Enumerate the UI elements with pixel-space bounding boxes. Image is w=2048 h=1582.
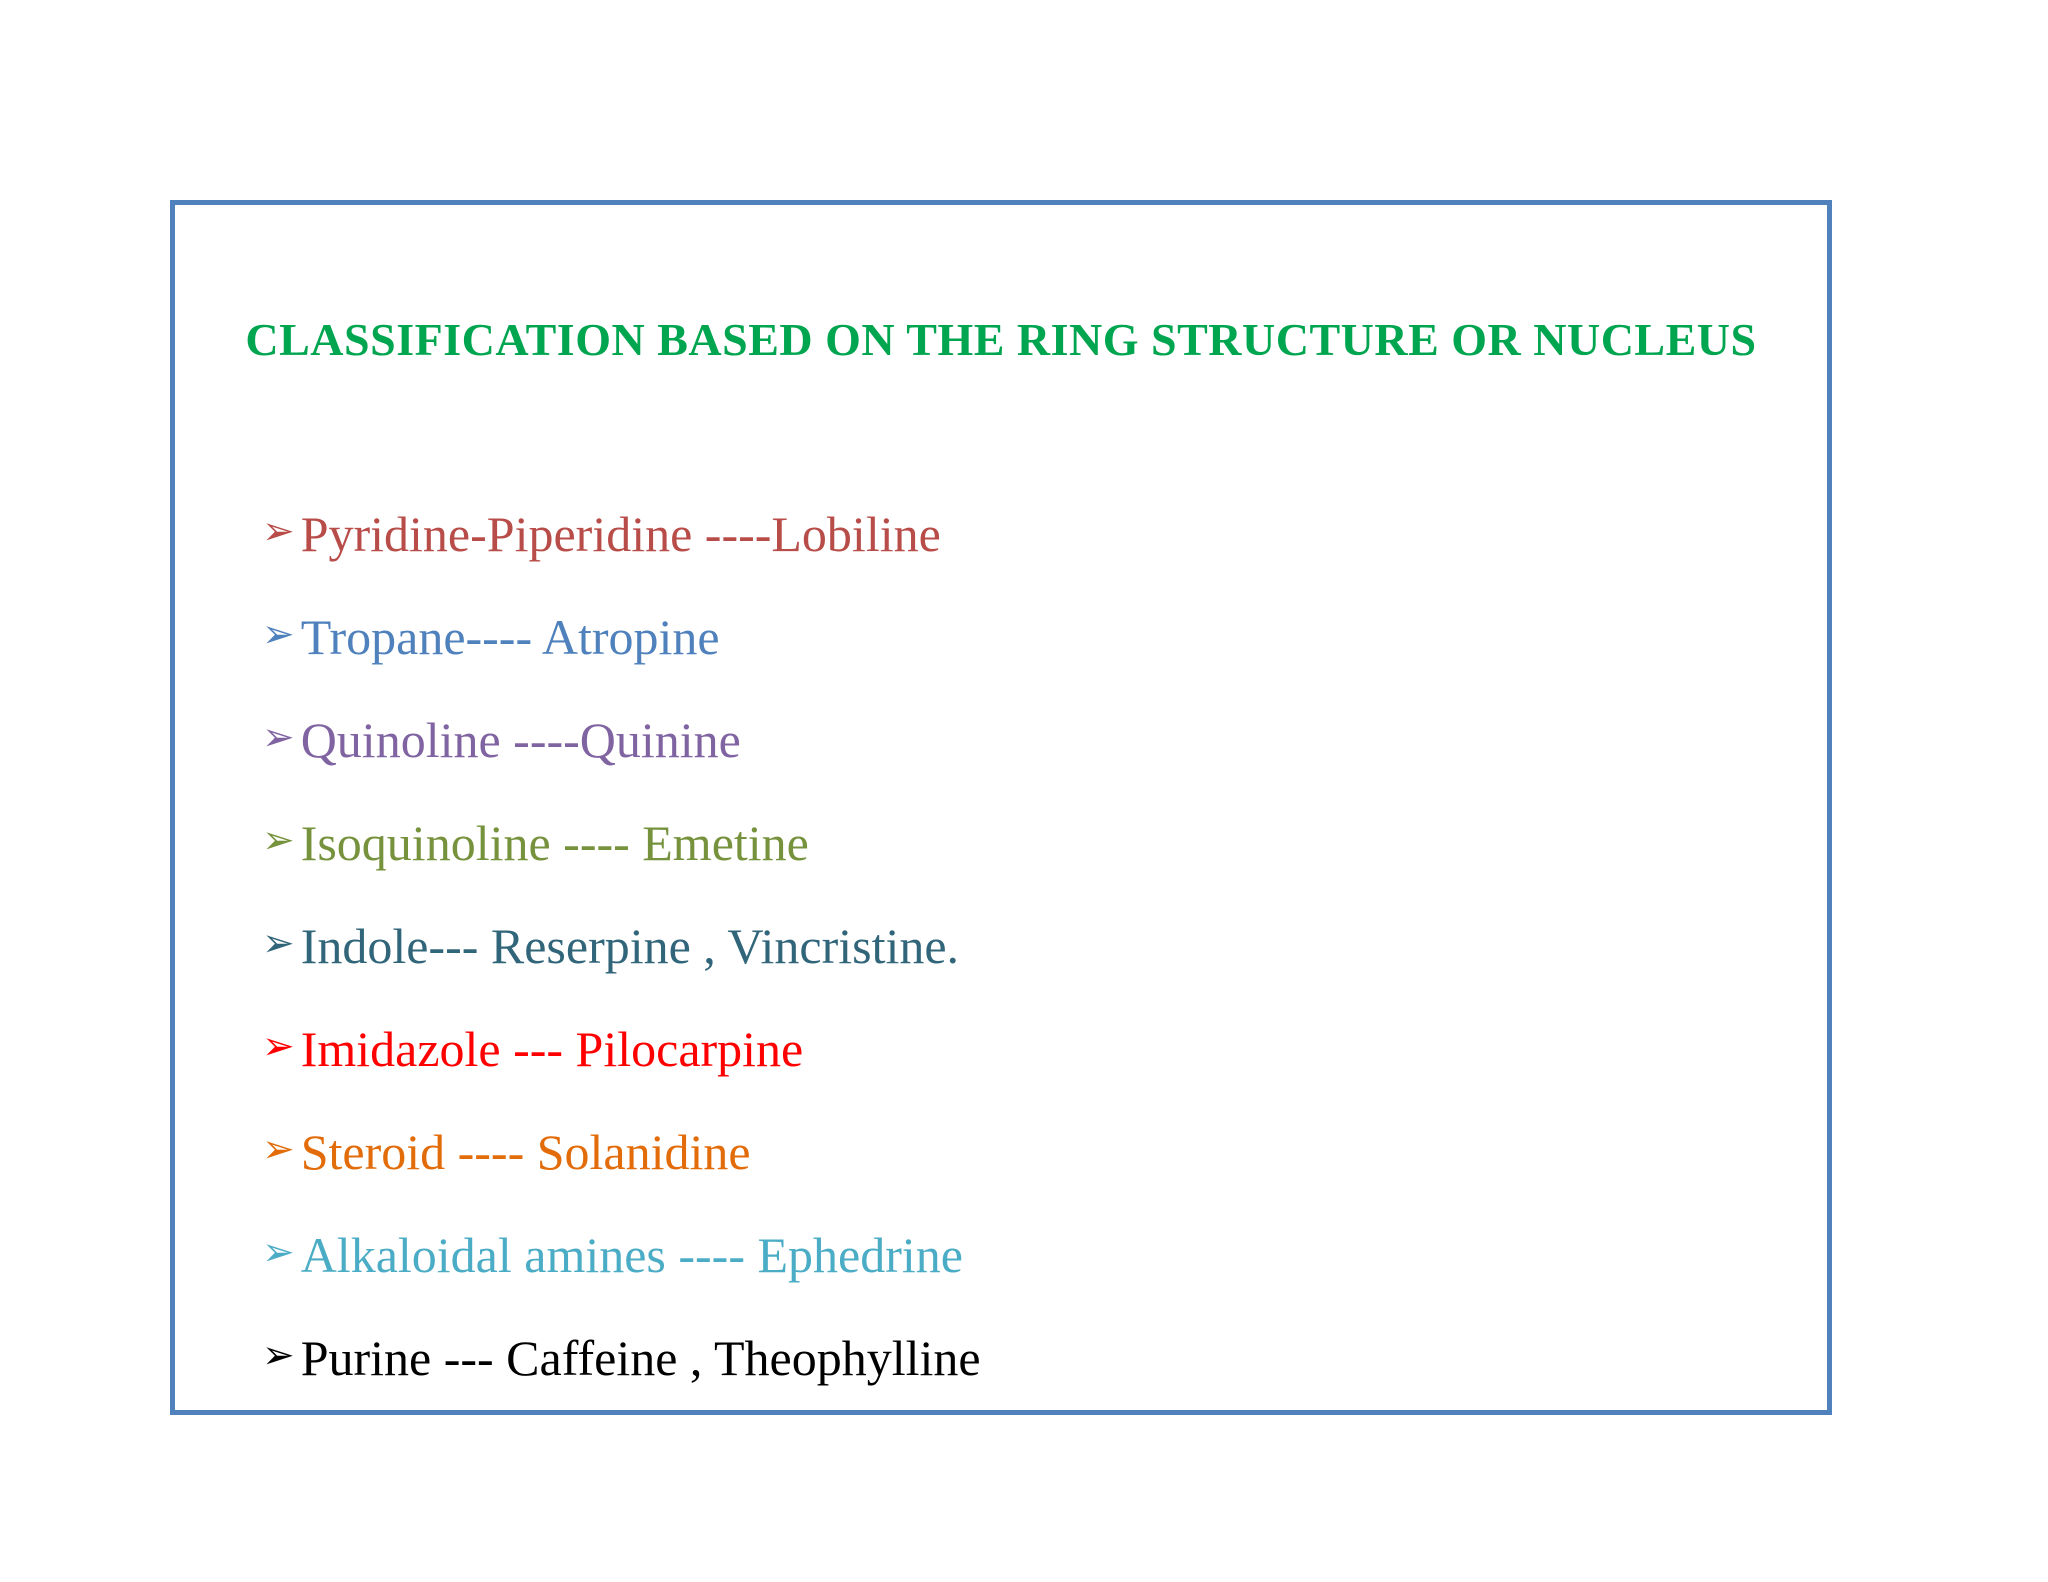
list-item: ➢ Isoquinoline ---- Emetine xyxy=(262,791,1787,894)
arrowhead-bullet-icon: ➢ xyxy=(262,1024,295,1069)
list-item-text: Steroid ---- Solanidine xyxy=(300,1123,751,1180)
slide-title: CLASSIFICATION BASED ON THE RING STRUCTU… xyxy=(245,314,1757,365)
list-item: ➢ Alkaloidal amines ---- Ephedrine xyxy=(262,1203,1787,1306)
list-item-text: Purine --- Caffeine , Theophylline xyxy=(300,1329,981,1386)
arrowhead-bullet-icon: ➢ xyxy=(262,921,295,966)
list-item: ➢ Steroid ---- Solanidine xyxy=(262,1100,1787,1203)
list-item-text: Indole--- Reserpine , Vincristine. xyxy=(300,917,960,974)
list-item: ➢ Indole--- Reserpine , Vincristine. xyxy=(262,894,1787,997)
arrowhead-bullet-icon: ➢ xyxy=(262,1230,295,1275)
list-item: ➢ Purine --- Caffeine , Theophylline xyxy=(262,1306,1787,1409)
list-item: ➢ Imidazole --- Pilocarpine xyxy=(262,997,1787,1100)
list-item-text: Pyridine-Piperidine ----Lobiline xyxy=(300,505,941,562)
list-item: ➢ Tropane---- Atropine xyxy=(262,585,1787,688)
arrowhead-bullet-icon: ➢ xyxy=(262,818,295,863)
arrowhead-bullet-icon: ➢ xyxy=(262,509,295,554)
arrowhead-bullet-icon: ➢ xyxy=(262,612,295,657)
list-item: ➢ Quinoline ----Quinine xyxy=(262,688,1787,791)
list-item-text: Alkaloidal amines ---- Ephedrine xyxy=(300,1226,963,1283)
list-item-text: Imidazole --- Pilocarpine xyxy=(300,1020,804,1077)
arrowhead-bullet-icon: ➢ xyxy=(262,1333,295,1378)
arrowhead-bullet-icon: ➢ xyxy=(262,715,295,760)
bullet-list: ➢ Pyridine-Piperidine ----Lobiline ➢ Tro… xyxy=(262,482,1787,1409)
list-item: ➢ Pyridine-Piperidine ----Lobiline xyxy=(262,482,1787,585)
list-item-text: Tropane---- Atropine xyxy=(300,608,720,665)
list-item-text: Quinoline ----Quinine xyxy=(300,711,741,768)
list-item-text: Isoquinoline ---- Emetine xyxy=(300,814,809,871)
arrowhead-bullet-icon: ➢ xyxy=(262,1127,295,1172)
slide-border-frame: CLASSIFICATION BASED ON THE RING STRUCTU… xyxy=(170,200,1832,1415)
